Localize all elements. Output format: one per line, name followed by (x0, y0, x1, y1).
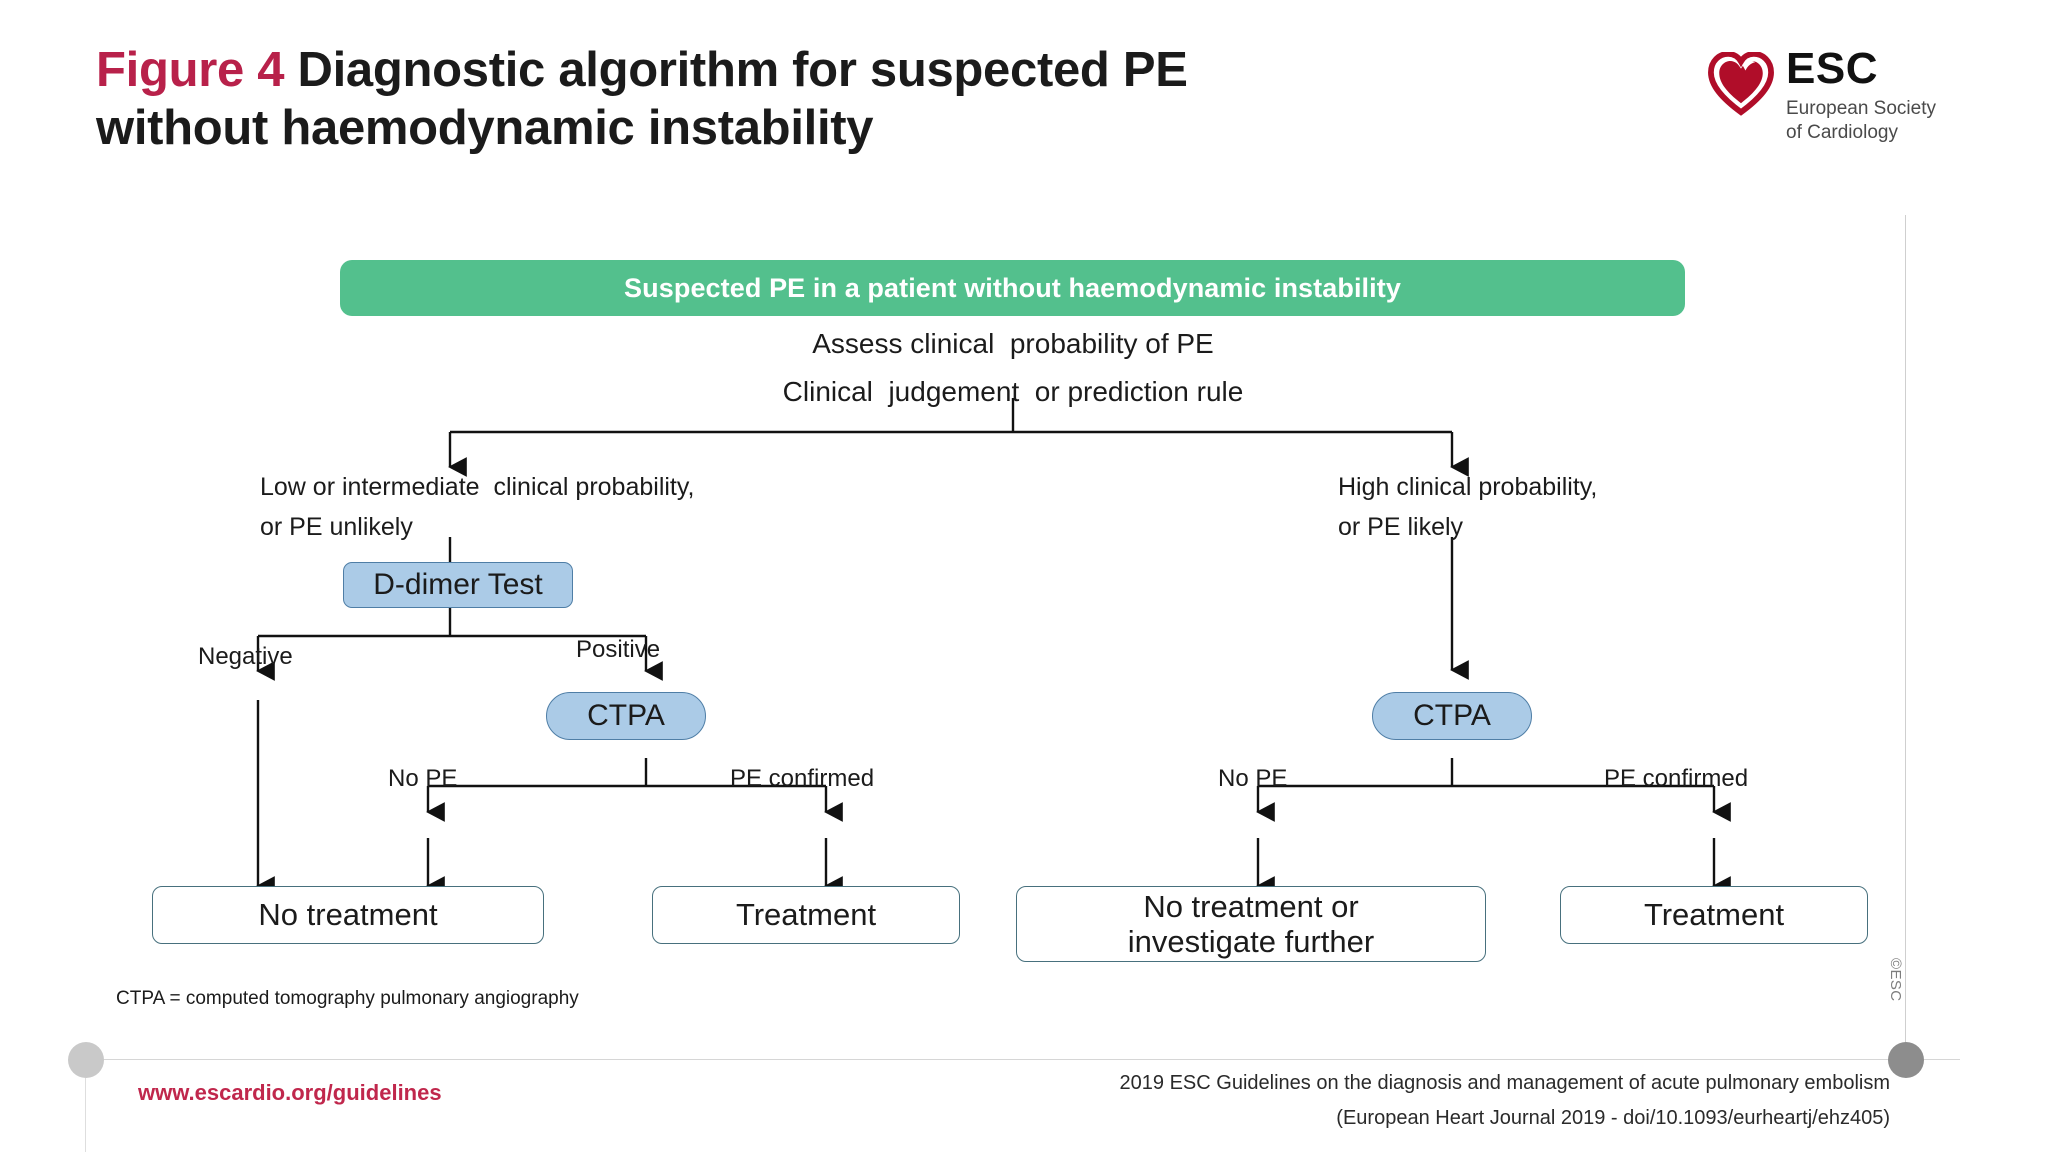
node-ctpa-right[interactable]: CTPA (1372, 692, 1532, 740)
heart-icon (1708, 52, 1774, 116)
esc-acronym: ESC (1786, 44, 1878, 93)
footer-dot-left (68, 1042, 104, 1078)
outcome-no-treatment-left[interactable]: No treatment (152, 886, 544, 944)
right-condition-line-2: or PE likely (1338, 513, 1464, 541)
footer-reference: 2019 ESC Guidelines on the diagnosis and… (860, 1066, 1890, 1136)
footer-divider (88, 1059, 1960, 1060)
label-negative: Negative (198, 643, 293, 670)
footer-left-tick (85, 1078, 86, 1152)
title-line-1: Figure 4 Diagnostic algorithm for suspec… (96, 42, 1526, 100)
footer-reference-line-2: (European Heart Journal 2019 - doi/10.10… (1336, 1107, 1890, 1129)
copyright-mark: ©ESC (1887, 958, 1904, 1002)
left-condition-line-2: or PE unlikely (260, 513, 413, 541)
figure-number: Figure 4 (96, 43, 285, 97)
esc-wordmark: ESC European Society of Cardiology (1786, 44, 1936, 145)
banner-suspected-pe: Suspected PE in a patient without haemod… (340, 260, 1685, 316)
abbreviation-note: CTPA = computed tomography pulmonary ang… (116, 988, 579, 1009)
page-title: Figure 4 Diagnostic algorithm for suspec… (96, 42, 1526, 158)
esc-logo: ESC European Society of Cardiology (1708, 44, 1936, 145)
footer-guidelines-link[interactable]: www.escardio.org/guidelines (138, 1080, 442, 1105)
esc-subtitle-line-1: European Society (1786, 97, 1936, 119)
node-ctpa-left[interactable]: CTPA (546, 692, 706, 740)
assess-line-1: Assess clinical probability of PE (812, 328, 1214, 359)
node-d-dimer-test[interactable]: D-dimer Test (343, 562, 573, 608)
title-line-2: without haemodynamic instability (96, 100, 874, 155)
footer-reference-line-1: 2019 ESC Guidelines on the diagnosis and… (1119, 1072, 1890, 1094)
outcome-treatment-left[interactable]: Treatment (652, 886, 960, 944)
assess-line-2: Clinical judgement or prediction rule (782, 376, 1244, 407)
left-condition-line-1: Low or intermediate clinical probability… (260, 473, 695, 501)
label-no-pe-left: No PE (388, 765, 458, 792)
label-pe-confirmed-right: PE confirmed (1604, 765, 1749, 792)
label-pe-confirmed-left: PE confirmed (730, 765, 875, 792)
outcome-right-line-2: investigate further (1127, 924, 1375, 959)
label-positive: Positive (576, 636, 661, 663)
esc-subtitle-line-2: of Cardiology (1786, 121, 1898, 143)
right-condition-line-1: High clinical probability, (1338, 473, 1598, 501)
right-rule-divider (1905, 215, 1906, 1060)
outcome-right-line-1: No treatment or (1143, 888, 1359, 924)
label-no-pe-right: No PE (1218, 765, 1288, 792)
title-text-line-1: Diagnostic algorithm for suspected PE (297, 43, 1188, 97)
outcome-no-treatment-or-investigate-right[interactable]: No treatment or investigate further (1016, 886, 1486, 962)
footer-dot-right (1888, 1042, 1924, 1078)
esc-subtitle: European Society of Cardiology (1786, 97, 1936, 145)
outcome-treatment-right[interactable]: Treatment (1560, 886, 1868, 944)
